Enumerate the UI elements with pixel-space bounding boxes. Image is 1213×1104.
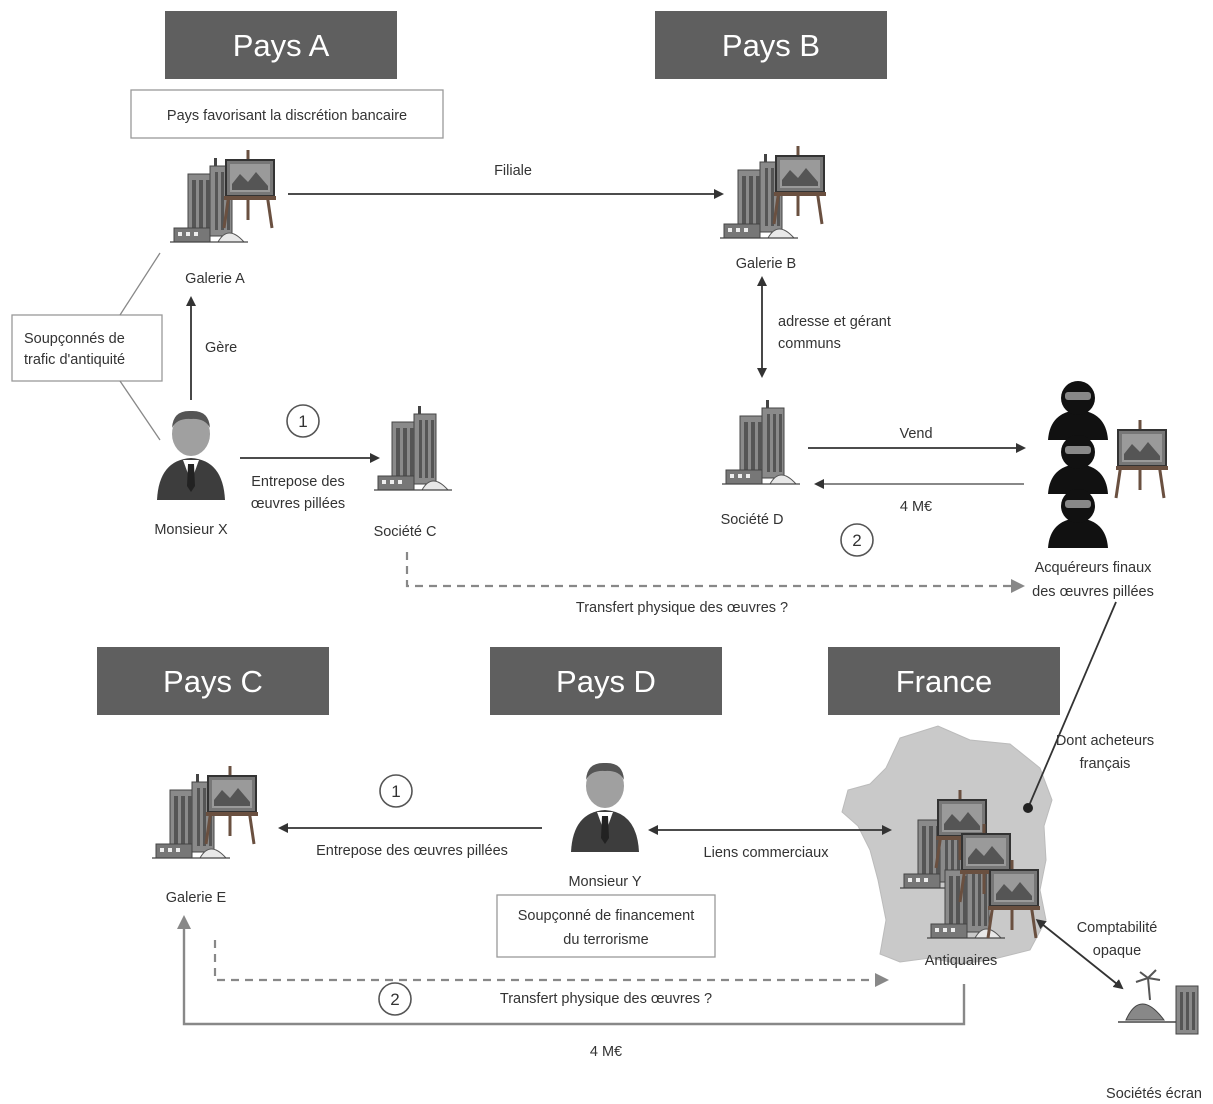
filiale-label: Filiale [494,163,532,179]
note-soupcons-trafic: Soupçonnés de trafic d'antiquité [11,252,163,441]
arrow-dont-acheteurs: Dont acheteurs français [1023,601,1154,813]
arrow-vend: Vend [808,426,1026,453]
adresse-label-line1: adresse et gérant [778,314,891,330]
societe-d-label: Société D [721,512,784,528]
societe-c: Société C [373,405,453,540]
vend-label: Vend [899,426,932,442]
transfert-top-label: Transfert physique des œuvres ? [576,600,788,616]
arrow-liens-commerciaux: Liens commerciaux [648,825,892,861]
note-soupcons-connector-x [119,380,161,441]
arrow-gere: Gère [186,296,237,400]
note-terrorisme-line2: du terrorisme [563,932,648,948]
step-2-top-circle [840,523,874,557]
step-2-top-number: 2 [852,531,861,550]
header-pays-d: Pays D [490,647,722,715]
acquereurs-label-line2: des œuvres pillées [1032,584,1154,600]
note-terrorisme-line1: Soupçonné de financement [518,908,695,924]
note-discretion-text: Pays favorisant la discrétion bancaire [167,108,407,124]
arrow-entrepose-c: 1 Entrepose des œuvres pillées [240,404,380,512]
step-1-top-circle [286,404,320,438]
note-soupcons-line1: Soupçonnés de [24,331,125,347]
header-pays-a: Pays A [165,11,397,79]
header-pays-c-label: Pays C [163,664,263,699]
acquereurs-finaux: Acquéreurs finaux des œuvres pillées [1032,381,1170,600]
acquereurs-easel-icon [1114,418,1170,500]
step-2-bottom-number: 2 [390,990,399,1009]
arrow-paiement-bottom: 4 M€ [177,915,966,1060]
monsieur-x: Monsieur X [154,410,228,538]
arrow-paiement-top: 4 M€ 2 [814,479,1024,557]
arrow-transfert-top: Transfert physique des œuvres ? [405,552,1025,616]
societe-c-label: Société C [374,524,437,540]
dont-acheteurs-label-line2: français [1080,756,1131,772]
liens-commerciaux-label: Liens commerciaux [704,845,830,861]
galerie-a-label: Galerie A [185,271,245,287]
galerie-e-label: Galerie E [166,890,227,906]
antiquaires-label: Antiquaires [925,953,998,969]
galerie-b-label: Galerie B [736,256,796,272]
buyer-hood-icon-1 [1048,381,1108,440]
step-2-bottom-circle [378,982,412,1016]
buyer-hood-icon-2 [1048,435,1108,494]
step-1-bottom-number: 1 [391,782,400,801]
note-discretion-bancaire: Pays favorisant la discrétion bancaire [130,89,444,139]
galerie-b: Galerie B [719,144,828,272]
arrow-filiale: Filiale [288,163,724,199]
header-pays-c: Pays C [97,647,329,715]
step-1-bottom-circle [379,774,413,808]
monsieur-y-person-icon [571,762,639,852]
entrepose-c-label-line2: œuvres pillées [251,496,345,512]
note-soupcons-connector-a [119,252,161,316]
amount-bottom-label: 4 M€ [590,1044,622,1060]
galerie-a: Galerie A [169,148,278,287]
header-pays-b-label: Pays B [722,28,820,63]
header-pays-d-label: Pays D [556,664,656,699]
arrow-comptabilite-opaque: Comptabilité opaque [1035,919,1158,990]
note-soupcons-line2: trafic d'antiquité [24,352,125,368]
header-france: France [828,647,1060,715]
galerie-e: Galerie E [151,764,260,906]
societe-d: Société D [721,399,801,528]
adresse-label-line2: communs [778,336,841,352]
entrepose-e-label: Entrepose des œuvres pillées [316,843,508,859]
arrow-transfert-bottom: Transfert physique des œuvres ? 2 [213,940,889,1016]
monsieur-x-label: Monsieur X [154,522,228,538]
note-terrorisme: Soupçonné de financement du terrorisme [496,894,716,958]
comptabilite-label-line1: Comptabilité [1077,920,1158,936]
gere-label: Gère [205,340,237,356]
arrow-adresse-communs: adresse et gérant communs [757,276,891,378]
dont-acheteurs-label-line1: Dont acheteurs [1056,733,1154,749]
header-pays-a-label: Pays A [233,28,330,63]
amount-top-label: 4 M€ [900,499,932,515]
comptabilite-label-line2: opaque [1093,943,1141,959]
header-pays-b: Pays B [655,11,887,79]
entrepose-c-label-line1: Entrepose des [251,474,345,490]
monsieur-y-label: Monsieur Y [568,874,641,890]
header-france-label: France [896,664,992,699]
step-1-top-number: 1 [298,412,307,431]
societe-c-building-icon [373,405,453,491]
societes-ecran-label: Sociétés écran [1106,1086,1202,1102]
arrow-entrepose-e: 1 Entrepose des œuvres pillées [278,774,542,859]
buyer-hood-icon-3 [1048,489,1108,548]
monsieur-x-person-icon [157,410,225,500]
monsieur-y: Monsieur Y [568,762,642,890]
island-icon [1125,1003,1166,1021]
france-map: Antiquaires [841,725,1053,969]
transfert-bottom-label: Transfert physique des œuvres ? [500,991,712,1007]
societe-d-building-icon [721,399,801,485]
societes-ecran: Sociétés écran [1106,969,1202,1102]
acquereurs-label-line1: Acquéreurs finaux [1035,560,1153,576]
